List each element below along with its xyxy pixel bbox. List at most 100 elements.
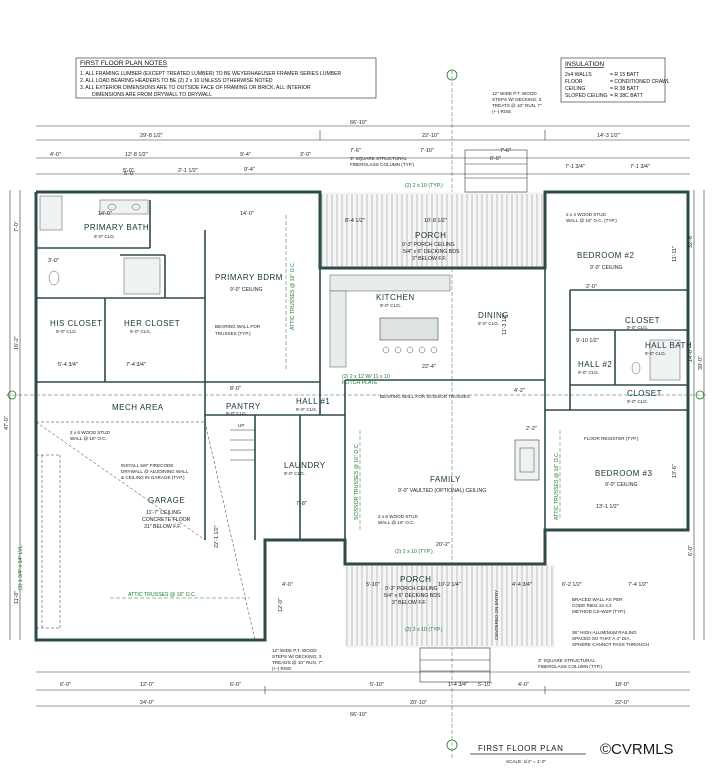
- svg-text:4'-0": 4'-0": [518, 682, 529, 688]
- svg-text:TRUSSES (TYP.): TRUSSES (TYP.): [215, 331, 251, 336]
- svg-text:(+-) RISE: (+-) RISE: [272, 666, 291, 671]
- svg-text:5'-4 3/4": 5'-4 3/4": [58, 362, 78, 368]
- svg-text:7'-10": 7'-10": [420, 148, 434, 154]
- room-garage: GARAGE: [148, 496, 185, 505]
- title-block: FIRST FLOOR PLAN SCALE: 1/4" = 1'-0" ©CV…: [470, 741, 674, 764]
- svg-text:3" BELOW F.F.: 3" BELOW F.F.: [412, 256, 446, 262]
- svg-text:5'-0": 5'-0": [123, 168, 134, 174]
- svg-text:9'-0" CLG.: 9'-0" CLG.: [380, 303, 401, 308]
- note-line-4: DIMENSIONS ARE FROM DRYWALL TO DRYWALL: [92, 92, 212, 98]
- svg-text:7'-1 3/4": 7'-1 3/4": [630, 164, 650, 170]
- svg-text:6'-2 1/2": 6'-2 1/2": [562, 582, 582, 588]
- svg-text:12'-0": 12'-0": [278, 598, 284, 612]
- garage-door: [35, 421, 256, 641]
- svg-text:32'-6": 32'-6": [688, 234, 694, 248]
- svg-text:18'-0": 18'-0": [615, 682, 629, 688]
- svg-text:(2) 2 x 12 W/ 11 x 10: (2) 2 x 12 W/ 11 x 10: [342, 374, 390, 380]
- svg-text:66'-10": 66'-10": [350, 712, 367, 718]
- svg-text:7'-4 3/4": 7'-4 3/4": [126, 362, 146, 368]
- svg-text:6'-0": 6'-0": [60, 682, 71, 688]
- svg-text:2 x 6 WOOD STUD: 2 x 6 WOOD STUD: [70, 430, 110, 435]
- svg-text:5/4" x 6" DECKING BDS: 5/4" x 6" DECKING BDS: [384, 593, 441, 599]
- svg-text:5'-10": 5'-10": [366, 582, 380, 588]
- svg-text:14'-0": 14'-0": [98, 211, 112, 217]
- svg-text:12'-8 1/2": 12'-8 1/2": [125, 152, 148, 158]
- svg-text:3" BELOW F.F.: 3" BELOW F.F.: [392, 600, 426, 606]
- porch-bottom-decking: [345, 564, 555, 683]
- room-hall-1: HALL #1: [296, 397, 330, 406]
- truss-lines: [110, 215, 561, 599]
- room-family: FAMILY: [430, 475, 461, 484]
- callouts: 12" WIDE P.T. WOOD STEPS W/ DECKING; 3 T…: [18, 91, 649, 671]
- room-mech-area: MECH AREA: [112, 403, 164, 412]
- room-closet-a: CLOSET: [625, 316, 660, 325]
- svg-text:3" SQUARE STRUCTURAL: 3" SQUARE STRUCTURAL: [538, 658, 595, 663]
- svg-text:22'-1 1/2": 22'-1 1/2": [214, 525, 220, 548]
- svg-text:BEARING WALL FOR: BEARING WALL FOR: [215, 324, 261, 329]
- svg-text:6'-0": 6'-0": [688, 545, 694, 556]
- room-primary-bath: PRIMARY BATH: [84, 223, 149, 232]
- kitchen-fixtures: [329, 274, 451, 368]
- svg-text:CEILING: CEILING: [565, 86, 585, 92]
- insulation-box: INSULATION 2x4 WALLS = R 15 BATT FLOOR =…: [560, 57, 670, 103]
- svg-text:2'-2": 2'-2": [526, 426, 537, 432]
- note-line-2: 2. ALL LOAD BEARING HEADERS TO BE (2) 2 …: [80, 78, 273, 84]
- svg-text:6'-0": 6'-0": [490, 156, 501, 162]
- svg-text:9'-0" CLG.: 9'-0" CLG.: [627, 325, 648, 330]
- svg-text:= CONDITIONED CRAWL: = CONDITIONED CRAWL: [610, 79, 670, 85]
- svg-text:SCISSOR TRUSSES @ 16" O.C.: SCISSOR TRUSSES @ 16" O.C.: [354, 443, 360, 520]
- svg-text:9'-4": 9'-4": [244, 167, 255, 173]
- svg-text:13'-6": 13'-6": [672, 464, 678, 478]
- svg-text:STEPS W/ DECKING; 3: STEPS W/ DECKING; 3: [492, 97, 542, 102]
- svg-text:BEARING WALL FOR SCISSOR TRUSS: BEARING WALL FOR SCISSOR TRUSSES: [380, 394, 470, 399]
- room-her-closet: HER CLOSET: [124, 319, 180, 328]
- svg-text:4'-0": 4'-0": [50, 152, 61, 158]
- svg-text:= R 15 BATT: = R 15 BATT: [610, 72, 639, 78]
- plan-title: FIRST FLOOR PLAN: [478, 744, 563, 753]
- note-line-1: 1. ALL FRAMING LUMBER (EXCEPT TREATED LU…: [80, 71, 341, 77]
- svg-text:22'-4": 22'-4": [422, 364, 436, 370]
- svg-text:WALL @ 16" O.C.: WALL @ 16" O.C.: [378, 520, 415, 525]
- fireplace-stairs: [230, 429, 540, 481]
- svg-text:39'-0": 39'-0": [698, 356, 704, 370]
- notes-title: FIRST FLOOR PLAN NOTES: [80, 60, 168, 67]
- svg-text:(2) 2 x 10 (TYP.): (2) 2 x 10 (TYP.): [405, 627, 443, 633]
- svg-text:SPACED SO THAT A 4" DIA.: SPACED SO THAT A 4" DIA.: [572, 636, 631, 641]
- svg-text:5'-10": 5'-10": [370, 682, 384, 688]
- svg-text:= R 38C BATT: = R 38C BATT: [610, 93, 643, 99]
- svg-text:9'-0" CEILING: 9'-0" CEILING: [605, 482, 638, 488]
- svg-text:7'-6": 7'-6": [500, 148, 511, 154]
- room-pantry: PANTRY: [226, 402, 261, 411]
- svg-text:7'-8": 7'-8": [296, 501, 307, 507]
- room-laundry: LAUNDRY: [284, 461, 326, 470]
- svg-text:7'-4 1/2": 7'-4 1/2": [628, 582, 648, 588]
- svg-text:& CEILING IN GARAGE (TYP.): & CEILING IN GARAGE (TYP.): [121, 475, 185, 480]
- svg-text:12'-0": 12'-0": [140, 682, 154, 688]
- svg-text:TREATS @ 10" RUN, 7": TREATS @ 10" RUN, 7": [492, 103, 542, 108]
- svg-text:22'-10": 22'-10": [422, 133, 439, 139]
- svg-text:2 x 4 WOOD STUD: 2 x 4 WOOD STUD: [566, 212, 606, 217]
- svg-text:2'-0": 2'-0": [586, 284, 597, 290]
- svg-text:9'-0" CLG.: 9'-0" CLG.: [130, 329, 151, 334]
- svg-text:WALL @ 16" O.C.: WALL @ 16" O.C.: [70, 436, 107, 441]
- svg-text:7'-6": 7'-6": [350, 148, 361, 154]
- bath-fixtures: [39, 195, 681, 381]
- svg-text:10'-8 1/2": 10'-8 1/2": [424, 218, 447, 224]
- svg-text:(3) 1 3/4" x 14" LVL: (3) 1 3/4" x 14" LVL: [18, 545, 24, 590]
- svg-text:2 x 6 WOOD STUD: 2 x 6 WOOD STUD: [378, 514, 418, 519]
- svg-text:16'-2": 16'-2": [14, 336, 20, 350]
- svg-text:(2) 2 x 10 (TYP.): (2) 2 x 10 (TYP.): [395, 549, 433, 555]
- svg-text:11'-3 1/2": 11'-3 1/2": [502, 313, 508, 335]
- svg-text:9'-3" PORCH CEILING: 9'-3" PORCH CEILING: [385, 586, 438, 592]
- grid-markers: [6, 69, 706, 760]
- svg-text:9'-4": 9'-4": [240, 152, 251, 158]
- svg-text:3'-0": 3'-0": [300, 152, 311, 158]
- svg-text:6'-0": 6'-0": [230, 682, 241, 688]
- svg-text:9'-0" VAULTED (OPTIONAL) CEILI: 9'-0" VAULTED (OPTIONAL) CEILING: [398, 488, 486, 494]
- note-line-3: 3. ALL EXTERIOR DIMENSIONS ARE TO OUTSID…: [80, 85, 311, 91]
- svg-text:CONCRETE FLOOR: CONCRETE FLOOR: [142, 517, 191, 523]
- svg-text:FLITCH PLATE: FLITCH PLATE: [342, 380, 378, 386]
- svg-text:FIBERGLASS COLUMN (TYP.): FIBERGLASS COLUMN (TYP.): [538, 664, 602, 669]
- room-hall-2: HALL #2: [578, 360, 612, 369]
